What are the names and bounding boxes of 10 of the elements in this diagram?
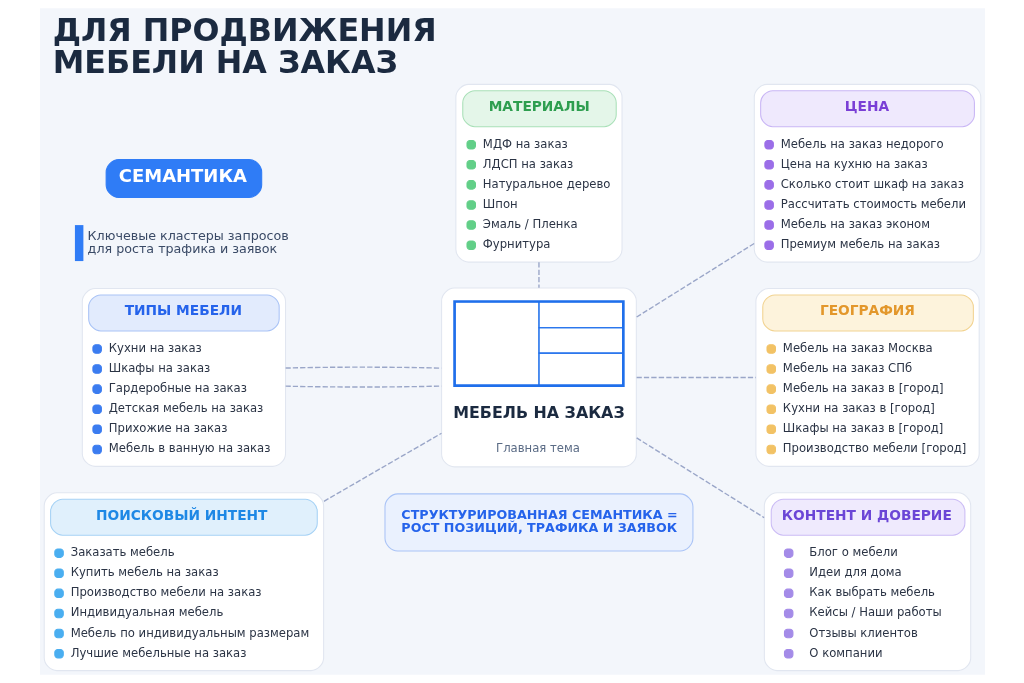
node-box: СЕМАНТИКА [105, 158, 262, 199]
connector [322, 432, 442, 502]
label: Ключевые кластеры запросов для роста трафика и заявок [87, 227, 289, 257]
connector [635, 376, 756, 379]
connector [537, 261, 540, 289]
diagram-title: ДЛЯ ПРОДВИЖЕНИЯ МЕБЕЛИ НА ЗАКАЗ [52, 11, 437, 80]
connector [635, 242, 755, 318]
connector [284, 385, 442, 388]
connector [284, 366, 442, 369]
connector [635, 437, 765, 519]
